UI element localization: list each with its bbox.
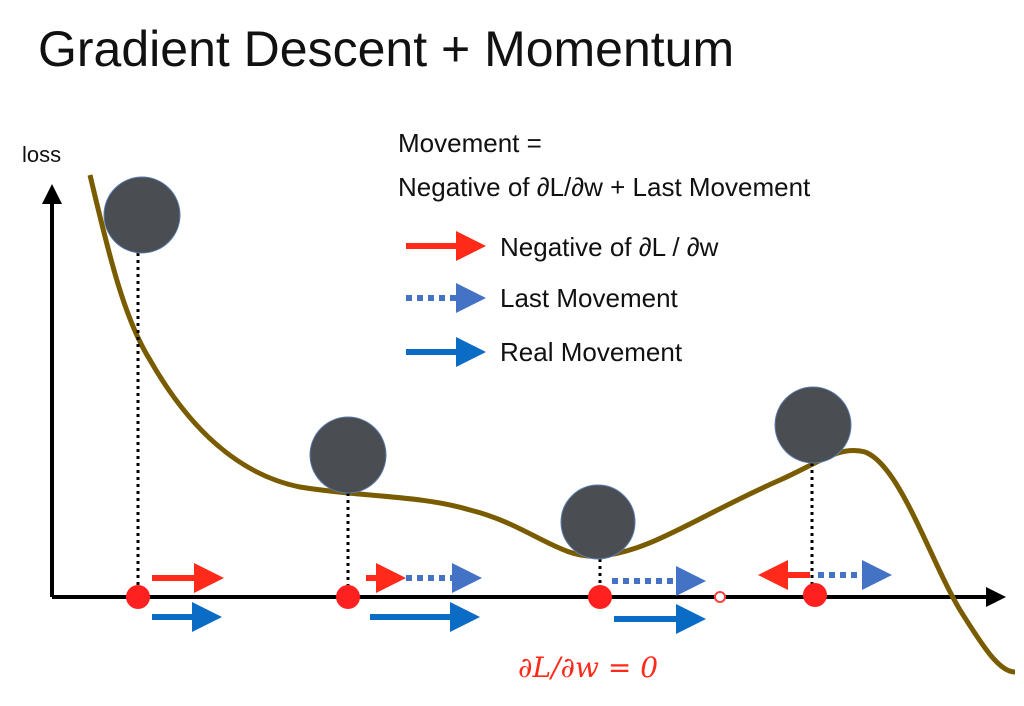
axis-points	[126, 583, 827, 609]
ball-2	[309, 416, 387, 494]
drop-lines	[136, 253, 814, 590]
formula-line-2: Negative of ∂L/∂w + Last Movement	[398, 172, 811, 202]
y-axis-label: loss	[22, 142, 61, 167]
ball-3	[560, 484, 636, 560]
formula-line-1: Movement =	[398, 128, 542, 158]
slide-title: Gradient Descent + Momentum	[38, 21, 734, 77]
loss-curve	[87, 174, 1016, 675]
legend-last-movement-label: Last Movement	[500, 283, 679, 313]
ball-1	[103, 176, 181, 254]
cursor-marker	[714, 591, 726, 603]
legend-real-movement-label: Real Movement	[500, 337, 683, 367]
legend-gradient-label: Negative of ∂L / ∂w	[500, 232, 719, 262]
zero-gradient-label: ∂L/∂w = 0	[518, 651, 658, 684]
ball-4	[774, 386, 852, 464]
